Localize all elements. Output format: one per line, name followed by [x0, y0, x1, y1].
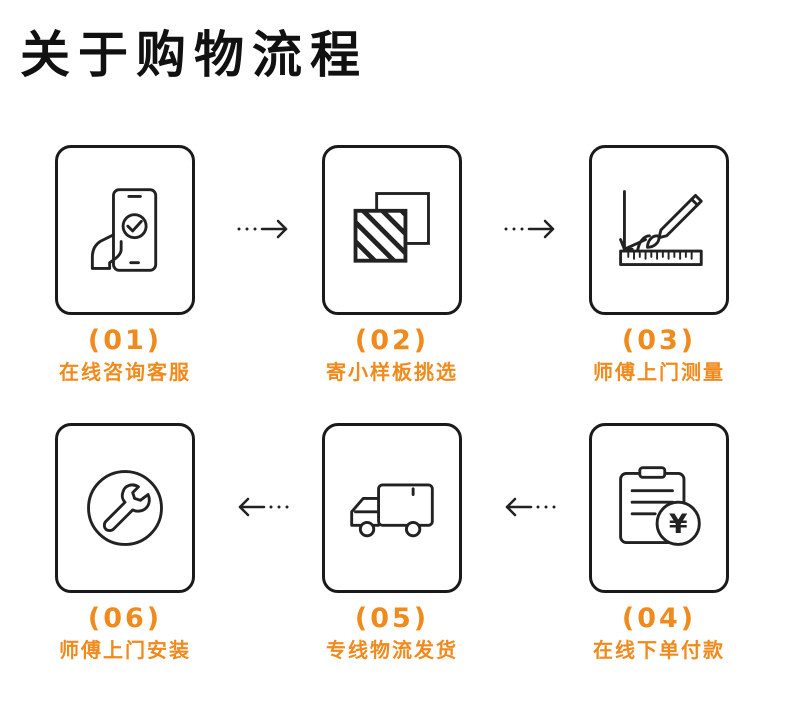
step-03-number: (03): [621, 325, 697, 356]
step-05-label: 专线物流发货: [326, 638, 458, 662]
step-01-box: [55, 145, 195, 315]
arrow-right-2: [503, 219, 557, 239]
step-02-label: 寄小样板挑选: [326, 360, 458, 384]
step-01: (01) 在线咨询客服: [55, 145, 195, 385]
arrow-left-1: [236, 497, 290, 517]
step-02-number: (02): [354, 325, 430, 356]
step-02-box: [322, 145, 462, 315]
step-06: (06) 师傅上门安装: [55, 423, 195, 663]
step-05: (05) 专线物流发货: [322, 423, 462, 663]
sample-swatches-icon: [353, 192, 430, 263]
step-06-label: 师傅上门安装: [59, 638, 191, 662]
step-01-label: 在线咨询客服: [59, 360, 191, 384]
phone-touch-check-icon: [90, 188, 158, 272]
wrench-icon: [87, 470, 163, 546]
invoice-yen-icon: ¥: [619, 466, 701, 546]
step-04: ¥ (04) 在线下单付款: [589, 423, 729, 663]
step-06-number: (06): [87, 603, 163, 634]
step-04-box: ¥: [589, 423, 729, 593]
step-03-label: 师傅上门测量: [593, 360, 725, 384]
step-05-number: (05): [354, 603, 430, 634]
arrow-right-1: [236, 219, 290, 239]
step-02: (02) 寄小样板挑选: [322, 145, 462, 385]
arrow-left-2: [503, 497, 557, 517]
step-03-box: [589, 145, 729, 315]
step-04-label: 在线下单付款: [593, 638, 725, 662]
ruler-pencil-icon: [619, 190, 703, 267]
step-04-number: (04): [621, 603, 697, 634]
page-title: 关于购物流程: [20, 26, 368, 84]
step-05-box: [322, 423, 462, 593]
step-06-box: [55, 423, 195, 593]
step-01-number: (01): [87, 325, 163, 356]
yen-symbol: ¥: [669, 509, 688, 540]
delivery-truck-icon: [350, 483, 434, 538]
step-03: (03) 师傅上门测量: [589, 145, 729, 385]
